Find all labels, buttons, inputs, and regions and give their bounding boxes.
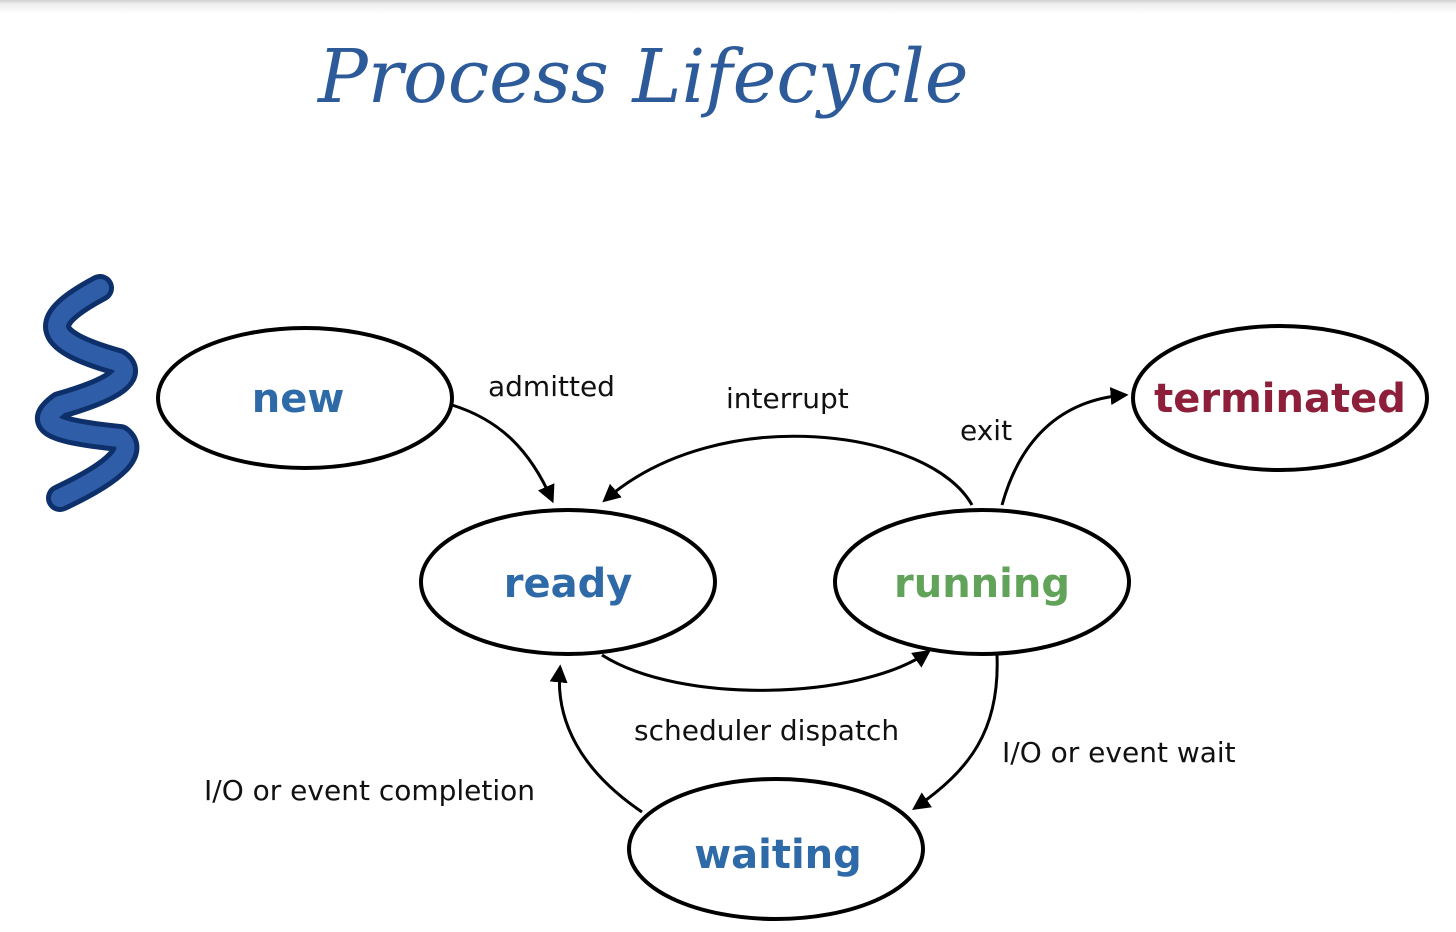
label-interrupt: interrupt <box>726 382 849 415</box>
state-terminated: terminated <box>1131 324 1429 472</box>
label-admitted: admitted <box>488 370 615 403</box>
transition-interrupt <box>602 434 974 506</box>
state-waiting-label: waiting <box>694 832 862 878</box>
transition-exit <box>1000 387 1129 506</box>
state-ready: ready <box>419 508 717 656</box>
transition-admitted <box>451 403 555 504</box>
label-io-completion: I/O or event completion <box>204 774 535 807</box>
state-running: running <box>833 508 1131 656</box>
page-title: Process Lifecycle <box>316 34 969 120</box>
label-exit: exit <box>960 414 1012 447</box>
state-running-label: running <box>894 561 1070 607</box>
state-new-label: new <box>252 376 345 422</box>
state-waiting: waiting <box>627 777 925 921</box>
state-ready-label: ready <box>504 561 633 607</box>
transition-io-completion <box>549 664 643 814</box>
label-io-wait: I/O or event wait <box>1002 736 1236 769</box>
state-terminated-label: terminated <box>1154 376 1406 422</box>
transition-scheduler-dispatch <box>601 649 931 692</box>
state-new: new <box>156 326 454 470</box>
page-title-text: Process Lifecycle <box>316 34 969 120</box>
label-scheduler-dispatch: scheduler dispatch <box>634 714 899 747</box>
squiggle-thread-icon <box>35 274 140 512</box>
transition-io-wait <box>912 654 999 811</box>
